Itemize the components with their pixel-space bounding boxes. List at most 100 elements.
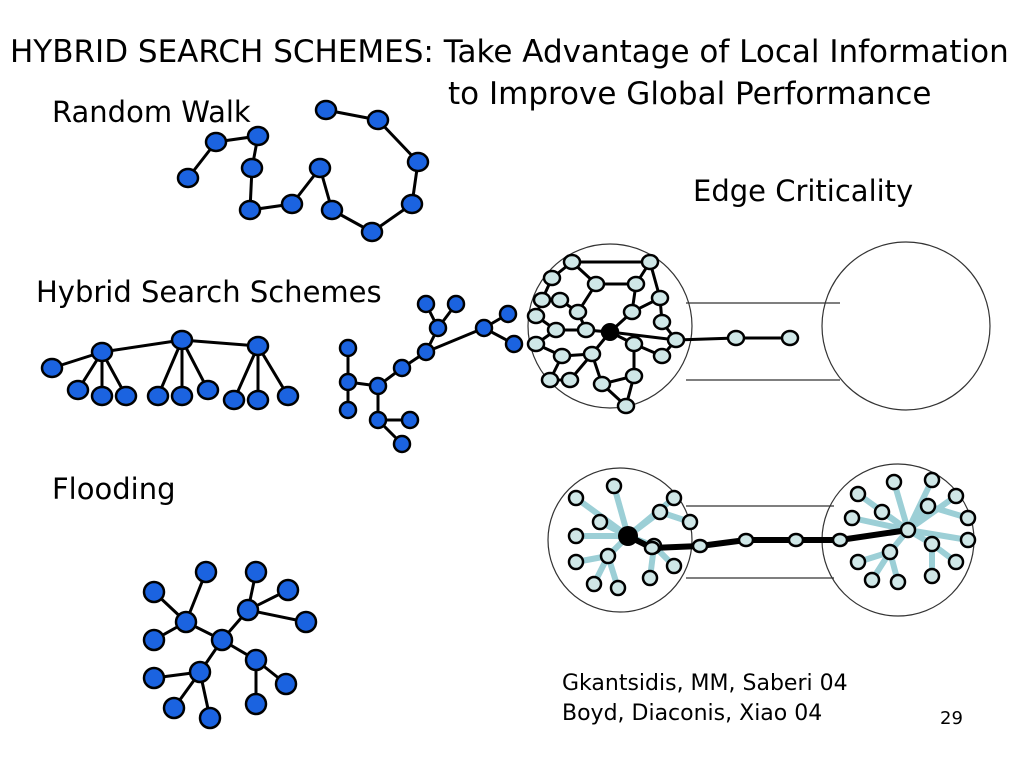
edge-criticality-top-edge: [608, 330, 678, 342]
hybrid-search-node: [114, 385, 138, 407]
edge-criticality-top-edge: [674, 336, 738, 342]
hybrid-chain-node: [416, 342, 436, 362]
random-walk-node: [176, 167, 200, 189]
slide-title-line-1: HYBRID SEARCH SCHEMES: Take Advantage of…: [10, 34, 1009, 70]
random-walk-label: Random Walk: [52, 95, 251, 129]
edge-criticality-bottom-node: [651, 503, 669, 521]
hybrid-search-edge: [180, 338, 260, 348]
graph-nodes: [40, 99, 977, 730]
edge-criticality-bottom-node: [899, 521, 917, 539]
edge-criticality-top-node: [550, 291, 570, 309]
critical-path-node: [643, 540, 661, 556]
hybrid-chain-node: [400, 410, 420, 430]
hybrid-search-node: [246, 335, 270, 357]
edge-criticality-top-node: [582, 345, 602, 363]
edge-criticality-bottom-node: [947, 487, 965, 505]
edge-criticality-top-node: [666, 331, 686, 349]
random-walk-node: [320, 199, 344, 221]
edge-criticality-top-node: [624, 367, 644, 385]
critical-path-node: [787, 532, 805, 548]
random-walk-node: [406, 151, 430, 173]
edge-criticality-top-node: [568, 303, 588, 321]
hybrid-search-node: [66, 379, 90, 401]
hybrid-search-node: [170, 329, 194, 351]
edge-criticality-top-node: [542, 269, 562, 287]
edge-criticality-bottom-node: [923, 535, 941, 553]
hybrid-chain-node: [368, 376, 388, 396]
edge-criticality-top-node: [592, 375, 612, 393]
hybrid-chain-node: [498, 304, 518, 324]
hybrid-chain-node: [338, 400, 358, 420]
hybrid-chain-node: [504, 334, 524, 354]
flooding-node: [294, 610, 318, 634]
edge-criticality-top-node: [532, 291, 552, 309]
edge-criticality-bottom-node: [585, 575, 603, 593]
hybrid-chain-node: [416, 294, 436, 314]
hybrid-search-node: [90, 385, 114, 407]
random-walk-node: [360, 221, 384, 243]
flooding-node: [244, 560, 268, 584]
flooding-node: [236, 598, 260, 622]
random-walk-node: [308, 157, 332, 179]
edge-criticality-top-node: [562, 253, 582, 271]
edge-criticality-top-node: [526, 335, 546, 353]
hybrid-search-edge: [100, 338, 184, 354]
hybrid-search-node: [222, 389, 246, 411]
edge-criticality-bottom-node: [959, 509, 977, 527]
flooding-node: [188, 660, 212, 684]
critical-path-node: [737, 532, 755, 548]
flooding-node: [142, 666, 166, 690]
edge-criticality-top-node: [652, 347, 672, 365]
random-walk-node: [204, 131, 228, 153]
flooding-node: [276, 578, 300, 602]
flooding-label: Flooding: [52, 472, 176, 506]
edge-criticality-top-node: [576, 321, 596, 339]
flooding-node: [194, 560, 218, 584]
hybrid-chain-node: [338, 372, 358, 392]
edge-criticality-top-node: [622, 303, 642, 321]
edge-criticality-top-node: [650, 289, 670, 307]
hybrid-search-node: [90, 341, 114, 363]
hybrid-search-node: [276, 385, 300, 407]
critical-path-node: [831, 532, 849, 548]
hybrid-chain-node: [338, 338, 358, 358]
edge-criticality-bottom-node: [599, 547, 617, 565]
flooding-node: [162, 696, 186, 720]
edge-criticality-bottom-node: [863, 571, 881, 589]
flooding-node: [244, 692, 268, 716]
tree-edge-right: [849, 515, 911, 533]
edge-criticality-top-node: [726, 329, 746, 347]
edge-criticality-top-node: [624, 335, 644, 353]
edge-criticality-top-node: [652, 313, 672, 331]
edge-criticality-top-node: [546, 321, 566, 339]
edge-criticality-bottom-node: [959, 531, 977, 549]
citation-line-2: Boyd, Diaconis, Xiao 04: [562, 701, 823, 726]
flooding-node: [142, 628, 166, 652]
citation-line-1: Gkantsidis, MM, Saberi 04: [562, 671, 848, 696]
random-walk-node: [240, 157, 264, 179]
edge-criticality-bottom-node: [881, 543, 899, 561]
edge-criticality-bottom-node: [849, 553, 867, 571]
hub-node-top: [601, 323, 619, 341]
edge-criticality-bottom-node: [889, 573, 907, 591]
edge-criticality-top-node: [552, 347, 572, 365]
random-walk-node: [246, 125, 270, 147]
flooding-node: [142, 580, 166, 604]
edge-criticality-top-node: [540, 371, 560, 389]
edge-criticality-bottom-node: [681, 513, 699, 531]
edge-criticality-bottom-node: [567, 489, 585, 507]
slide-title-line-2: to Improve Global Performance: [448, 76, 932, 112]
critical-path-node: [691, 538, 709, 554]
edge-criticality-bottom-node: [567, 553, 585, 571]
random-walk-node: [400, 193, 424, 215]
flooding-node: [210, 628, 234, 652]
dumbbell-outline-top: [527, 241, 991, 411]
flooding-node: [244, 648, 268, 672]
random-walk-node: [366, 109, 390, 131]
flooding-node: [274, 672, 298, 696]
tree-edge-right: [905, 527, 971, 543]
flooding-node: [198, 706, 222, 730]
edge-criticality-top-node: [780, 329, 800, 347]
edge-criticality-top-node: [560, 371, 580, 389]
